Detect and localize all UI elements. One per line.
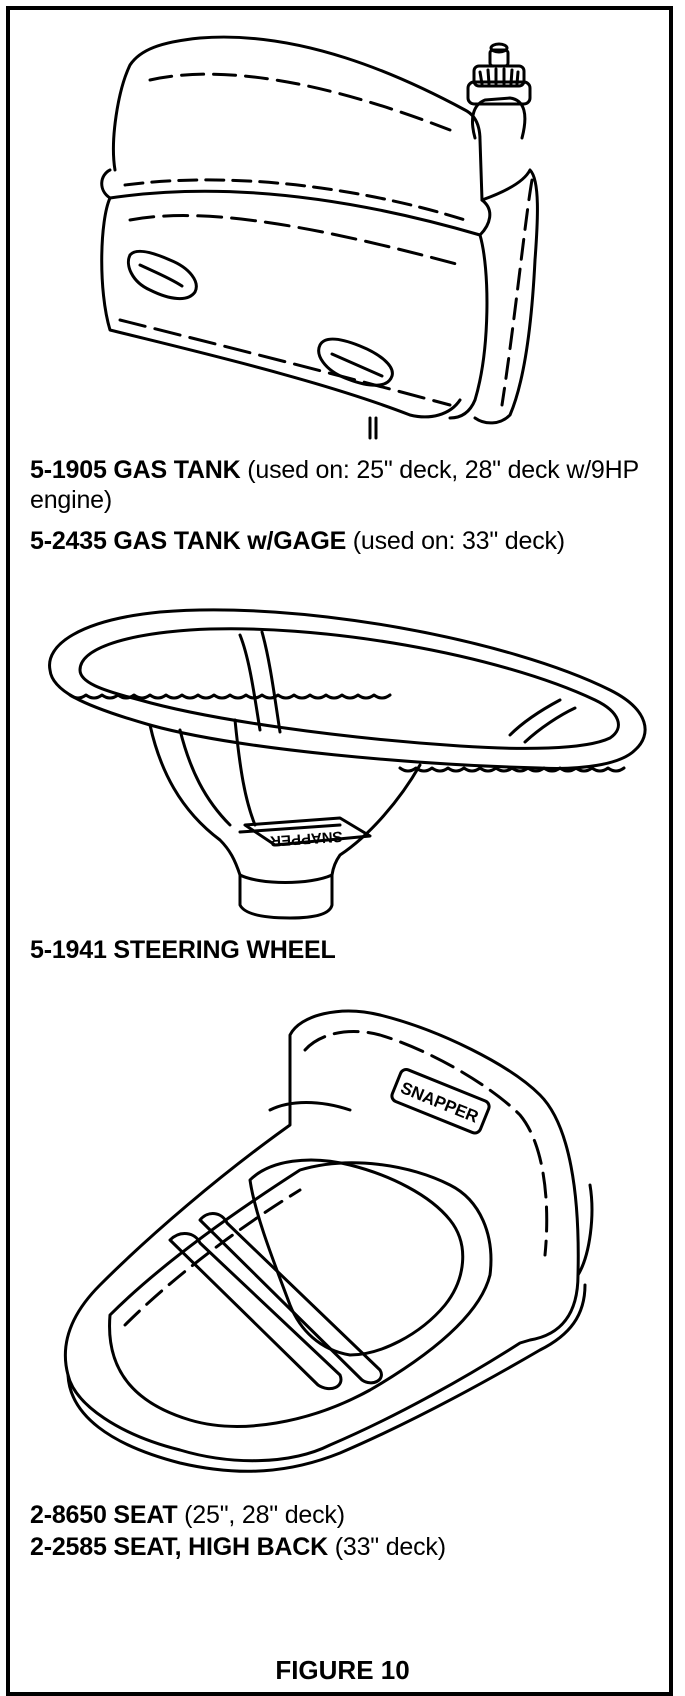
seat-usage-note: (25", 28" deck) bbox=[177, 1501, 345, 1529]
figure-label: FIGURE 10 bbox=[275, 1655, 410, 1685]
gas-tank-illustration bbox=[100, 35, 539, 440]
seat-part-number: 2-8650 SEAT bbox=[30, 1501, 178, 1529]
seat-illustration: SNAPPER bbox=[63, 1009, 594, 1473]
seat-logo-badge: SNAPPER bbox=[390, 1068, 491, 1135]
seat-high-back-usage-note: (33" deck) bbox=[328, 1533, 446, 1561]
gas-tank-part-number: 5-1905 GAS TANK bbox=[30, 456, 241, 484]
steering-wheel-part-number: 5-1941 STEERING WHEEL bbox=[30, 936, 336, 964]
seat-caption: 2-8650 SEAT (25", 28" deck) bbox=[30, 1500, 670, 1530]
seat-high-back-caption: 2-2585 SEAT, HIGH BACK (33" deck) bbox=[30, 1532, 670, 1562]
gas-tank-gage-part-number: 5-2435 GAS TANK w/GAGE bbox=[30, 527, 347, 555]
steering-wheel-logo: SNAPPER bbox=[269, 827, 343, 849]
seat-high-back-part-number: 2-2585 SEAT, HIGH BACK bbox=[30, 1533, 328, 1561]
steering-wheel-illustration: SNAPPER bbox=[48, 608, 647, 920]
steering-wheel-caption: 5-1941 STEERING WHEEL bbox=[30, 935, 670, 965]
gas-tank-usage-note: (used on: 25" deck, 28" deck w/9HP engin… bbox=[30, 456, 639, 514]
gas-tank-gage-usage-note: (used on: 33" deck) bbox=[346, 527, 565, 555]
gas-tank-caption: 5-1905 GAS TANK (used on: 25" deck, 28" … bbox=[30, 455, 670, 515]
gas-tank-gage-caption: 5-2435 GAS TANK w/GAGE (used on: 33" dec… bbox=[30, 526, 670, 556]
